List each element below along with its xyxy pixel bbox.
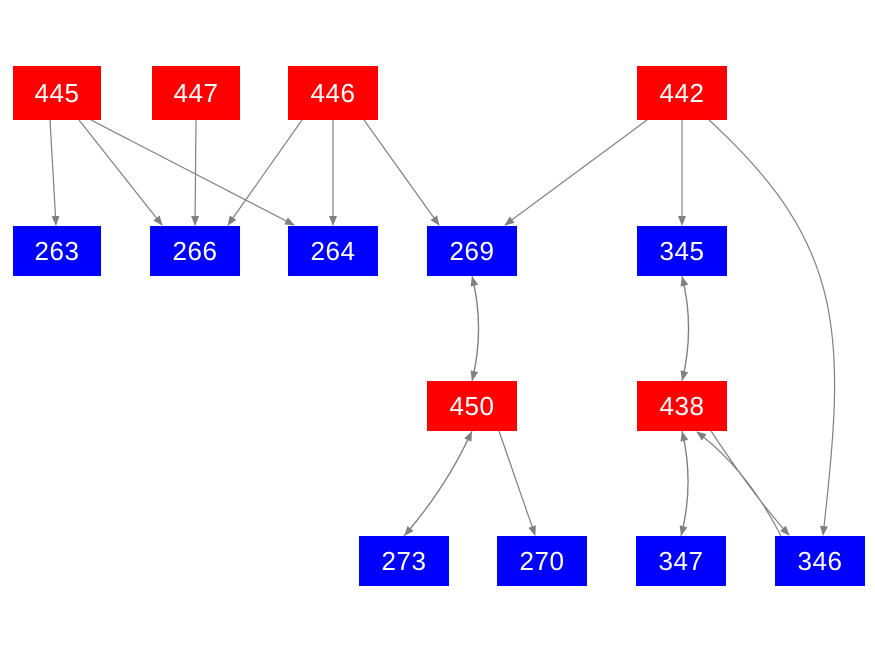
graph-node-label: 445: [34, 78, 80, 108]
graph-node-450[interactable]: 450: [427, 381, 517, 431]
graph-node-label: 346: [797, 546, 843, 576]
graph-node-label: 270: [519, 546, 565, 576]
graph-edge-438-to-345: [680, 276, 690, 382]
graph-node-label: 446: [310, 78, 356, 108]
graph-edge-445-to-264: [90, 119, 295, 226]
graph-edge-438-to-346: [710, 430, 790, 536]
graph-node-label: 447: [173, 78, 219, 108]
graph-node-346[interactable]: 346: [775, 536, 865, 586]
graph-node-347[interactable]: 347: [636, 536, 726, 586]
graph-node-447[interactable]: 447: [152, 66, 240, 120]
graph-node-269[interactable]: 269: [427, 226, 517, 276]
graph-edge-347-to-438: [680, 431, 689, 537]
graph-node-266[interactable]: 266: [150, 226, 240, 276]
graph-edge-447-to-266: [191, 119, 200, 226]
graph-node-442[interactable]: 442: [637, 66, 727, 120]
graph-node-label: 273: [381, 546, 427, 576]
graph-edge-445-to-263: [49, 119, 60, 226]
graph-node-label: 347: [658, 546, 704, 576]
graph-node-445[interactable]: 445: [13, 66, 101, 120]
graph-node-label: 345: [659, 236, 705, 266]
graph-node-label: 438: [659, 391, 705, 421]
graph-edge-450-to-269: [470, 276, 480, 382]
graph-node-label: 266: [172, 236, 218, 266]
graph-node-label: 263: [34, 236, 80, 266]
graph-edge-446-to-266: [227, 119, 303, 226]
graph-node-label: 442: [659, 78, 705, 108]
graph-edge-442-to-346: [708, 119, 836, 536]
graph-node-label: 450: [449, 391, 495, 421]
graph-node-264[interactable]: 264: [288, 226, 378, 276]
graph-edge-450-to-273: [404, 430, 473, 537]
graph-node-270[interactable]: 270: [497, 536, 587, 586]
graph-edge-346-to-438: [696, 431, 782, 537]
graph-node-263[interactable]: 263: [13, 226, 101, 276]
graph-node-345[interactable]: 345: [637, 226, 727, 276]
graph-edge-442-to-269: [504, 119, 648, 226]
graph-node-273[interactable]: 273: [359, 536, 449, 586]
graph-node-446[interactable]: 446: [288, 66, 378, 120]
graph-edge-445-to-266: [78, 119, 163, 226]
graph-edge-450-to-270: [498, 430, 536, 536]
graph-node-438[interactable]: 438: [637, 381, 727, 431]
graph-node-label: 269: [449, 236, 495, 266]
graph-node-label: 264: [310, 236, 356, 266]
graph-edge-273-to-450: [403, 430, 473, 537]
graph-edge-446-to-269: [363, 119, 440, 226]
edge-group: [49, 119, 836, 537]
